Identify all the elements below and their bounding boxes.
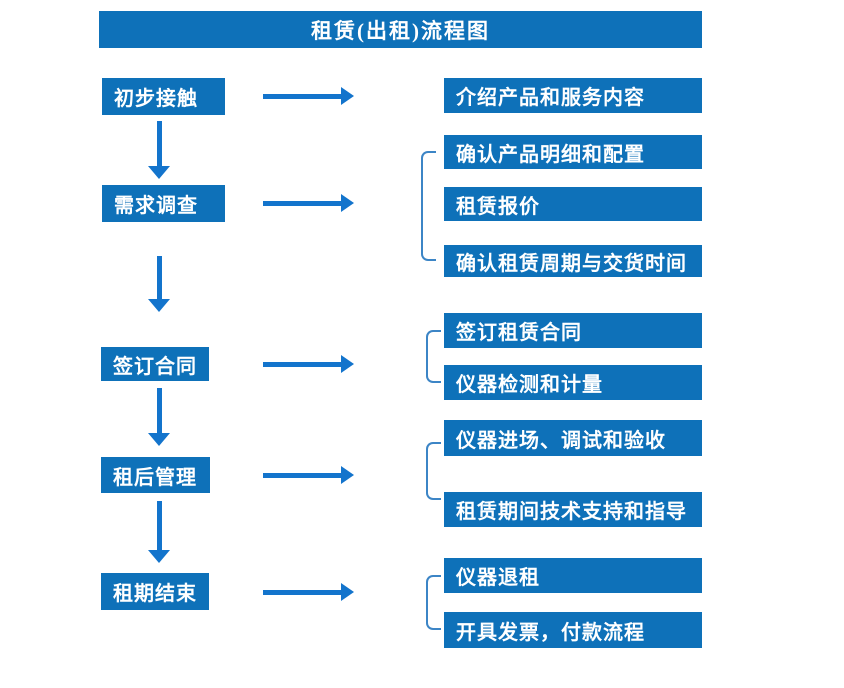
arrow-head-icon bbox=[341, 87, 354, 105]
output-box-rental-quote: 租赁报价 bbox=[444, 187, 702, 221]
bracket-group-3 bbox=[426, 330, 441, 383]
output-box-invoice-payment: 开具发票，付款流程 bbox=[444, 612, 702, 648]
arrow-stem bbox=[263, 93, 343, 99]
output-box-sign-rental-contract: 签订租赁合同 bbox=[444, 313, 702, 348]
arrow-stem bbox=[263, 361, 343, 367]
arrow-stem bbox=[263, 200, 343, 206]
right-arrow-3 bbox=[263, 355, 354, 373]
arrow-head-icon bbox=[341, 355, 354, 373]
right-arrow-4 bbox=[263, 466, 354, 484]
arrow-stem bbox=[156, 121, 162, 168]
arrow-head-icon bbox=[148, 166, 170, 179]
down-arrow-2 bbox=[148, 256, 170, 312]
arrow-stem bbox=[156, 256, 162, 301]
output-box-introduce-products: 介绍产品和服务内容 bbox=[444, 78, 702, 113]
stage-box-rental-end: 租期结束 bbox=[101, 573, 209, 610]
right-arrow-2 bbox=[263, 194, 354, 212]
down-arrow-4 bbox=[148, 501, 170, 563]
output-box-confirm-details: 确认产品明细和配置 bbox=[444, 135, 702, 169]
output-box-technical-support: 租赁期间技术支持和指导 bbox=[444, 492, 702, 527]
arrow-stem bbox=[263, 589, 343, 595]
bracket-group-5 bbox=[426, 575, 441, 630]
right-arrow-1 bbox=[263, 87, 354, 105]
arrow-stem bbox=[156, 501, 162, 552]
bracket-group-2 bbox=[421, 151, 436, 261]
flowchart-title: 租赁(出租)流程图 bbox=[99, 11, 702, 48]
arrow-head-icon bbox=[341, 583, 354, 601]
arrow-head-icon bbox=[148, 550, 170, 563]
arrow-stem bbox=[156, 388, 162, 435]
stage-box-sign-contract: 签订合同 bbox=[101, 347, 209, 381]
arrow-head-icon bbox=[341, 194, 354, 212]
down-arrow-1 bbox=[148, 121, 170, 179]
arrow-stem bbox=[263, 472, 343, 478]
arrow-head-icon bbox=[148, 299, 170, 312]
stage-box-initial-contact: 初步接触 bbox=[102, 78, 225, 115]
output-box-confirm-period-delivery: 确认租赁周期与交货时间 bbox=[444, 245, 702, 277]
output-box-instrument-installation: 仪器进场、调试和验收 bbox=[444, 420, 702, 456]
arrow-head-icon bbox=[148, 433, 170, 446]
output-box-instrument-testing: 仪器检测和计量 bbox=[444, 365, 702, 400]
down-arrow-3 bbox=[148, 388, 170, 446]
right-arrow-5 bbox=[263, 583, 354, 601]
arrow-head-icon bbox=[341, 466, 354, 484]
stage-box-post-rental-management: 租后管理 bbox=[101, 457, 210, 493]
stage-box-demand-survey: 需求调查 bbox=[102, 185, 225, 222]
output-box-instrument-return: 仪器退租 bbox=[444, 558, 702, 593]
bracket-group-4 bbox=[426, 442, 441, 500]
